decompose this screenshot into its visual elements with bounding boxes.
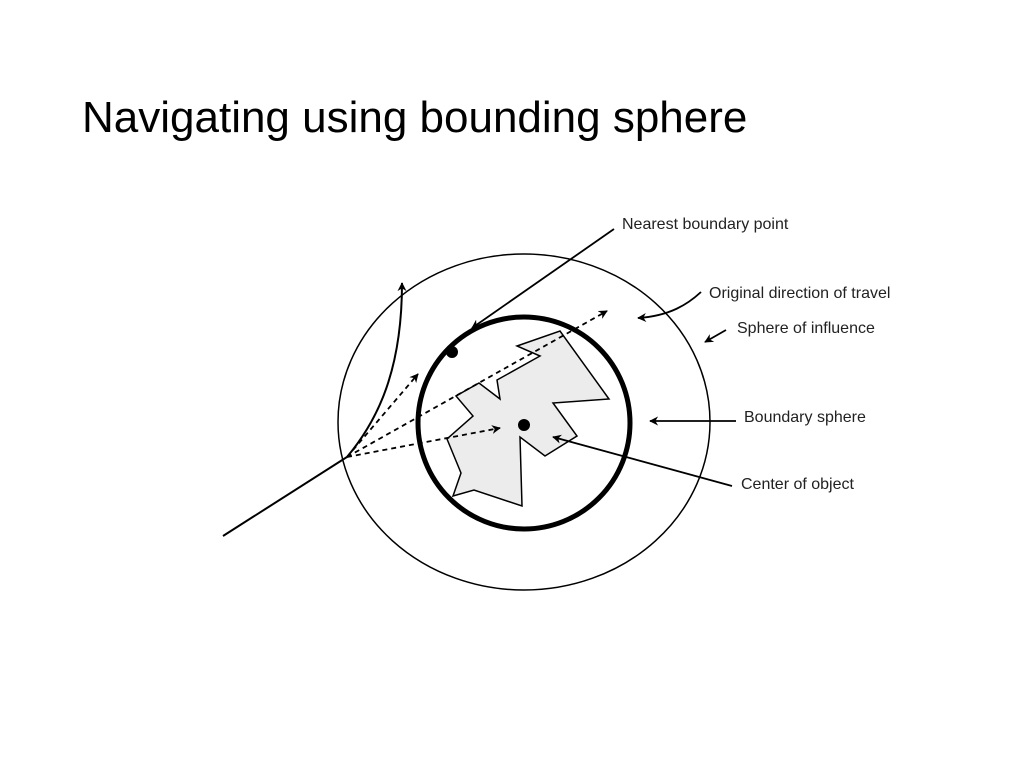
label-nearest-boundary-point: Nearest boundary point [622, 216, 789, 233]
boundary-sphere-circle [415, 314, 633, 532]
nearest-boundary-point-dot [446, 346, 458, 358]
travel-path [222, 282, 407, 537]
dashed-to-center-line [346, 425, 501, 458]
object-shape [446, 330, 611, 508]
original-direction-line [346, 310, 608, 458]
center-of-object-dot [518, 419, 530, 431]
sphere-of-influence-leader [704, 329, 727, 343]
original-direction-leader [637, 291, 702, 322]
nearest-boundary-point-leader [471, 228, 615, 329]
label-center-of-object: Center of object [741, 476, 855, 493]
label-boundary-sphere: Boundary sphere [744, 409, 866, 426]
label-sphere-of-influence: Sphere of influence [737, 320, 875, 337]
dashed-tangent-line [346, 373, 419, 458]
label-original-direction: Original direction of travel [709, 285, 890, 302]
slide-title: Navigating using bounding sphere [82, 93, 748, 142]
sphere-of-influence-circle [337, 253, 711, 591]
center-of-object-leader [552, 434, 733, 487]
